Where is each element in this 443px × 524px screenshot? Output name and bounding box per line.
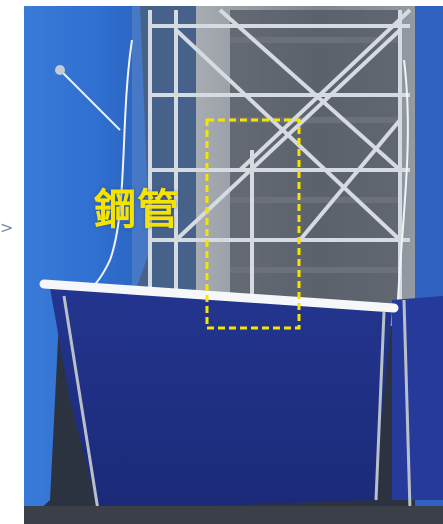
safety-net xyxy=(50,288,392,510)
net-frame-posts xyxy=(62,295,412,511)
blue-wall xyxy=(24,6,150,524)
wall-shadow xyxy=(132,6,196,306)
net-side-panel xyxy=(392,296,443,500)
pointer-arrow-icon: > xyxy=(0,218,14,237)
building-floor-slabs xyxy=(230,37,400,273)
pipe-highlight-box xyxy=(205,118,301,330)
scaffold-pipes xyxy=(148,8,412,300)
ground xyxy=(24,506,443,524)
wall-anchor xyxy=(55,65,65,75)
net-frame-rail xyxy=(39,279,399,313)
pipe-label: 鋼管 xyxy=(94,185,181,234)
